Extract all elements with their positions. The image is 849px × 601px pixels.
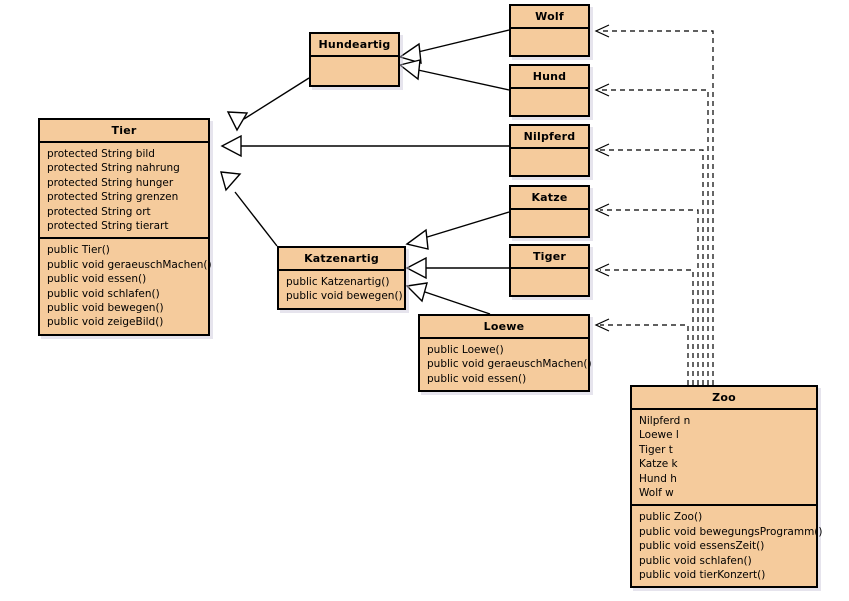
class-title-katze: Katze xyxy=(531,191,568,204)
class-methods-zoo: public Zoo() public void bewegungsProgra… xyxy=(632,506,823,586)
generalization-loewe-to-katzenartig xyxy=(405,282,491,315)
class-box-hundeartig[interactable]: Hundeartig xyxy=(309,32,400,87)
class-box-katzenartig[interactable]: Katzenartig public Katzenartig() public … xyxy=(277,246,406,310)
class-title-zoo: Zoo xyxy=(712,391,736,404)
class-box-tiger[interactable]: Tiger xyxy=(509,244,590,297)
class-separator xyxy=(511,87,588,89)
dependency-zoo-to-katze xyxy=(594,203,699,385)
dependency-zoo-to-nilpferd xyxy=(594,143,704,385)
generalization-katze-to-katzenartig xyxy=(405,211,510,250)
dependency-zoo-to-loewe xyxy=(594,318,689,385)
class-attributes-tier: protected String bild protected String n… xyxy=(40,143,208,237)
method-row: public void bewegen() xyxy=(47,302,164,315)
method-row: public void zeigeBild() xyxy=(47,316,164,329)
class-title-nilpferd: Nilpferd xyxy=(523,130,576,143)
attribute-row: Loewe l xyxy=(639,429,679,442)
attribute-row: Katze k xyxy=(639,458,678,471)
class-separator xyxy=(40,237,208,240)
method-row: public void essen() xyxy=(47,273,147,286)
generalization-tiger-to-katzenartig xyxy=(405,256,509,280)
class-separator xyxy=(420,337,588,339)
attribute-row: Wolf w xyxy=(639,487,674,500)
method-row: public void tierKonzert() xyxy=(639,569,766,582)
class-methods-katzenartig: public Katzenartig() public void bewegen… xyxy=(279,271,404,308)
class-title-wolf: Wolf xyxy=(535,10,564,23)
class-title-katzenartig: Katzenartig xyxy=(304,252,379,265)
class-box-nilpferd[interactable]: Nilpferd xyxy=(509,124,590,177)
class-box-tier[interactable]: Tier protected String bild protected Str… xyxy=(38,118,212,336)
class-separator xyxy=(632,408,816,410)
generalization-hund-to-hundeartig xyxy=(398,59,510,91)
attribute-row: protected String ort xyxy=(47,205,151,218)
method-row: public Tier() xyxy=(47,244,110,257)
class-box-zoo[interactable]: Zoo Nilpferd n Loewe l Tiger t Katze k H… xyxy=(630,385,823,589)
class-title-hundeartig: Hundeartig xyxy=(318,38,391,51)
attribute-row: protected String nahrung xyxy=(47,162,180,175)
attribute-row: Hund h xyxy=(639,472,677,485)
generalization-katzenartig-to-tier xyxy=(220,171,278,247)
class-box-katze[interactable]: Katze xyxy=(509,185,590,238)
class-title-tier: Tier xyxy=(111,124,137,137)
dependency-zoo-to-hund xyxy=(594,83,709,385)
attribute-row: protected String hunger xyxy=(47,176,174,189)
class-title-loewe: Loewe xyxy=(483,320,525,333)
method-row: public void geraeuschMachen() xyxy=(427,358,592,371)
method-row: public void essen() xyxy=(427,372,527,385)
class-box-wolf[interactable]: Wolf xyxy=(509,4,590,57)
class-separator xyxy=(511,267,588,269)
attribute-row: Nilpferd n xyxy=(639,415,691,427)
dependency-zoo-to-tiger xyxy=(594,263,694,385)
class-box-loewe[interactable]: Loewe public Loewe() public void geraeus… xyxy=(418,314,592,393)
method-row: public Zoo() xyxy=(639,511,703,524)
class-methods-loewe: public Loewe() public void geraeuschMach… xyxy=(420,339,592,390)
attribute-row: protected String grenzen xyxy=(47,191,179,204)
class-separator xyxy=(511,208,588,210)
generalization-nilpferd-to-tier xyxy=(220,134,509,158)
class-title-hund: Hund xyxy=(532,70,567,83)
method-row: public Loewe() xyxy=(427,344,504,356)
attribute-row: protected String tierart xyxy=(47,220,169,233)
class-separator xyxy=(632,504,816,507)
method-row: public void bewegen() xyxy=(286,290,403,303)
class-separator xyxy=(40,141,208,143)
class-separator xyxy=(279,269,404,271)
method-row: public void geraeuschMachen() xyxy=(47,258,212,271)
method-row: public void essensZeit() xyxy=(639,540,765,553)
class-methods-tier: public Tier() public void geraeuschMache… xyxy=(40,239,212,333)
class-separator xyxy=(311,55,398,57)
method-row: public void schlafen() xyxy=(47,287,160,300)
class-separator xyxy=(511,147,588,149)
attribute-row: Tiger t xyxy=(639,443,673,456)
class-title-tiger: Tiger xyxy=(532,250,567,263)
generalization-wolf-to-hundeartig xyxy=(398,29,510,64)
class-attributes-zoo: Nilpferd n Loewe l Tiger t Katze k Hund … xyxy=(632,410,816,504)
method-row: public void schlafen() xyxy=(639,554,752,567)
method-row: public Katzenartig() xyxy=(286,276,390,288)
generalization-hundeartig-to-tier xyxy=(226,77,310,132)
attribute-row: protected String bild xyxy=(47,148,155,160)
class-box-hund[interactable]: Hund xyxy=(509,64,590,117)
class-separator xyxy=(511,27,588,29)
dependency-zoo-to-wolf xyxy=(594,24,714,385)
method-row: public void bewegungsProgramm() xyxy=(639,525,823,538)
